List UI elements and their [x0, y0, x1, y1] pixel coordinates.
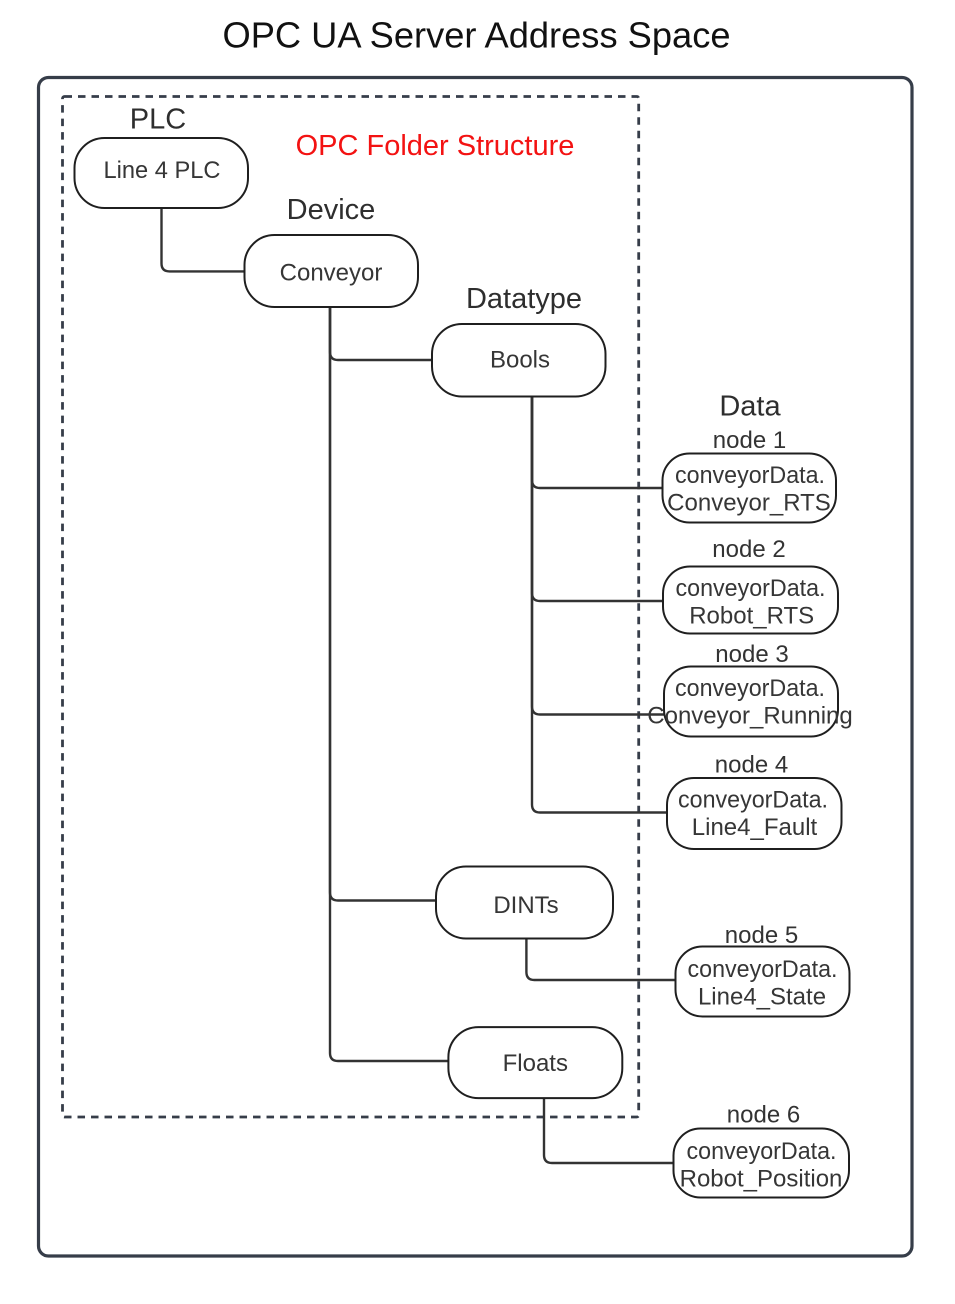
svg-text:Robot_RTS: Robot_RTS [689, 603, 814, 630]
svg-text:conveyorData.: conveyorData. [688, 956, 838, 983]
svg-text:Bools: Bools [490, 347, 550, 374]
svg-text:OPC UA Server Address Space: OPC UA Server Address Space [223, 14, 731, 55]
svg-text:node 3: node 3 [715, 641, 788, 668]
svg-text:node 6: node 6 [727, 1102, 800, 1129]
svg-text:Data: Data [719, 391, 781, 423]
svg-text:Device: Device [287, 194, 376, 226]
svg-text:node 2: node 2 [712, 536, 785, 563]
svg-text:Robot_Position: Robot_Position [680, 1166, 843, 1193]
svg-text:conveyorData.: conveyorData. [687, 1138, 837, 1165]
svg-text:Conveyor_RTS: Conveyor_RTS [667, 490, 831, 517]
svg-text:OPC Folder Structure: OPC Folder Structure [296, 130, 575, 162]
svg-text:Line4_Fault: Line4_Fault [692, 814, 818, 841]
svg-text:Conveyor: Conveyor [280, 260, 383, 287]
svg-text:conveyorData.: conveyorData. [678, 787, 828, 814]
svg-text:Conveyor_Running: Conveyor_Running [647, 703, 852, 730]
svg-text:conveyorData.: conveyorData. [675, 675, 825, 702]
svg-text:node 5: node 5 [725, 922, 798, 949]
svg-text:Floats: Floats [503, 1050, 568, 1077]
svg-text:DINTs: DINTs [493, 892, 558, 919]
svg-text:node 4: node 4 [715, 751, 788, 778]
svg-text:conveyorData.: conveyorData. [675, 462, 825, 489]
svg-text:conveyorData.: conveyorData. [676, 575, 826, 602]
svg-text:Line4_State: Line4_State [698, 984, 826, 1011]
svg-text:Line 4 PLC: Line 4 PLC [104, 157, 221, 184]
svg-text:PLC: PLC [130, 104, 186, 136]
svg-text:node 1: node 1 [713, 427, 786, 454]
svg-text:Datatype: Datatype [466, 283, 582, 315]
